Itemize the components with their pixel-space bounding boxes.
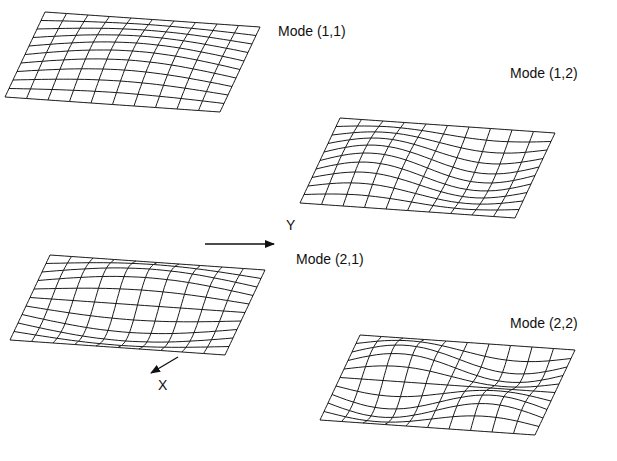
mesh-line bbox=[134, 21, 174, 106]
mesh-line bbox=[471, 346, 511, 431]
mesh-line bbox=[365, 123, 405, 208]
mesh-line bbox=[177, 24, 217, 109]
mesh-line bbox=[322, 120, 362, 205]
axis-label: Y bbox=[286, 218, 295, 232]
mesh-line bbox=[472, 130, 512, 215]
mesh-line bbox=[53, 258, 93, 343]
mesh-line bbox=[27, 14, 67, 99]
mesh-line bbox=[300, 118, 340, 203]
mesh-line bbox=[32, 257, 72, 342]
mesh-line bbox=[18, 323, 233, 342]
mesh-line bbox=[220, 27, 260, 112]
mesh-line bbox=[25, 50, 240, 70]
mesh-line bbox=[515, 133, 555, 218]
mesh-line bbox=[5, 12, 45, 97]
mesh-line bbox=[182, 267, 222, 352]
mesh-line bbox=[406, 341, 446, 426]
mesh-line bbox=[113, 20, 153, 105]
mesh-line bbox=[449, 344, 489, 429]
mesh-line bbox=[10, 255, 50, 340]
mesh-line bbox=[38, 276, 253, 295]
mesh-line bbox=[320, 335, 360, 420]
axis-label: X bbox=[158, 378, 167, 392]
mesh-line bbox=[225, 270, 265, 355]
mesh-line bbox=[161, 266, 201, 351]
mode-label: Mode (1,1) bbox=[278, 24, 346, 38]
mesh-line bbox=[451, 129, 491, 214]
mesh-group bbox=[5, 12, 575, 435]
mesh-line bbox=[21, 59, 236, 78]
x-axis-arrow bbox=[151, 357, 178, 373]
mesh-line bbox=[386, 124, 426, 209]
mesh-line bbox=[363, 338, 403, 423]
mesh-line bbox=[118, 263, 158, 348]
mesh-line bbox=[96, 261, 136, 346]
mesh-line bbox=[91, 18, 131, 103]
mesh-line bbox=[48, 15, 88, 100]
mesh-line bbox=[156, 23, 196, 108]
mesh-line bbox=[428, 343, 468, 428]
mode-label: Mode (2,2) bbox=[510, 316, 578, 330]
mesh-line bbox=[70, 17, 110, 102]
mesh-line bbox=[514, 349, 554, 434]
mesh-line bbox=[494, 132, 534, 217]
mesh-line bbox=[75, 260, 115, 345]
mesh-line bbox=[408, 126, 448, 211]
mesh-line bbox=[429, 127, 469, 212]
mesh-line bbox=[139, 264, 179, 349]
mesh-line bbox=[199, 26, 239, 111]
mesh-line bbox=[385, 340, 425, 425]
mesh-line bbox=[9, 89, 224, 104]
mesh-line bbox=[343, 121, 383, 206]
mesh-line bbox=[204, 269, 244, 354]
mode-label: Mode (1,2) bbox=[510, 66, 578, 80]
mode-label: Mode (2,1) bbox=[296, 252, 364, 266]
y-axis-arrow bbox=[205, 243, 274, 244]
mesh-line bbox=[535, 350, 575, 435]
mesh-line bbox=[342, 337, 382, 422]
mesh-line bbox=[492, 347, 532, 432]
